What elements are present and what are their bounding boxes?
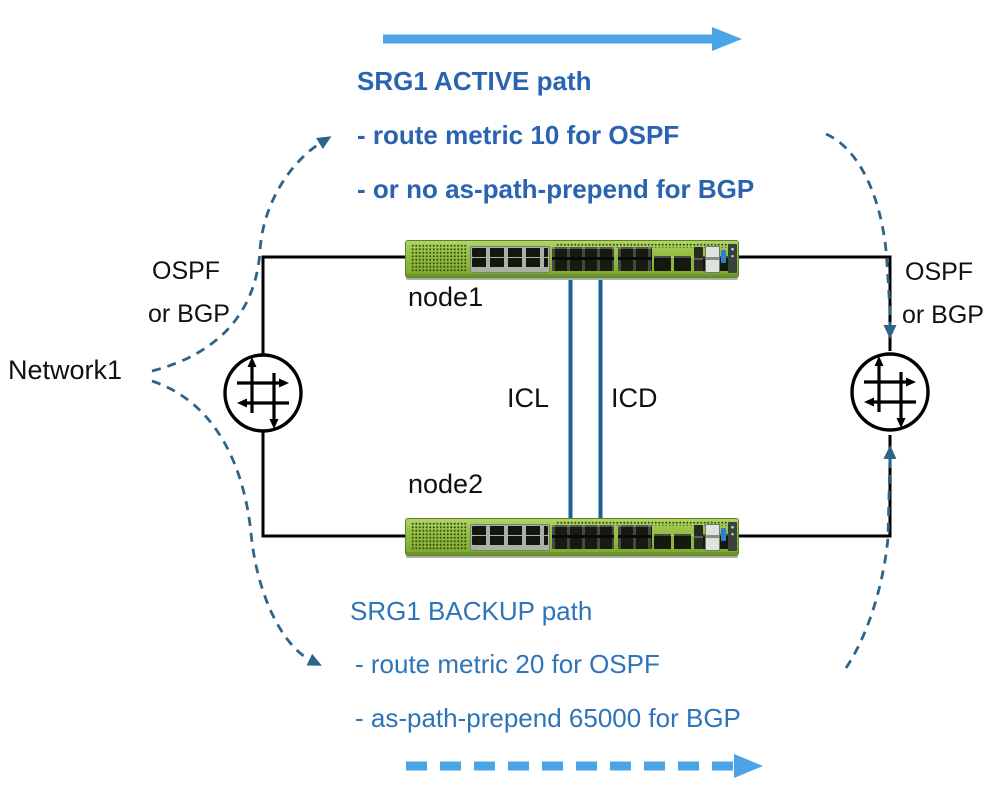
backup-direction-arrow [406,754,763,778]
active-direction-arrow [383,27,742,51]
switch-vent [411,522,467,550]
switch-vent [411,244,467,272]
hint-curve-backup-left [151,379,322,666]
backup-path-bullet1: - route metric 20 for OSPF [355,649,660,679]
switch-mgmt-ports [705,246,720,273]
network-label: Network1 [8,355,123,385]
switch-status-panel [728,244,737,273]
hint-curve-backup-right [844,445,897,669]
hint-curve-active-right [825,132,897,339]
left-protocol-label-1: OSPF [152,257,221,285]
switch-mgmt-ports [705,524,720,551]
link-node2-router-right [737,435,892,538]
switch-node1-image [405,240,739,278]
switch-usb-port [721,528,726,541]
router-icon-left [223,353,303,433]
switch-rj45-ports [470,246,550,273]
left-protocol-label-2: or BGP [148,300,230,328]
switch-port-row [472,526,548,535]
link-node1-router-right [737,255,892,351]
switch-sfp-ports [552,247,614,271]
right-protocol-label-1: OSPF [905,258,974,286]
switch-rj45-ports [470,524,550,551]
switch-vent [556,243,736,248]
switch-status-panel [728,522,737,551]
switch-sfp-ports [552,525,614,549]
node1-label: node1 [408,282,484,312]
switch-sfp-ports [618,247,652,271]
switch-port-row [472,536,548,545]
backup-path-title: SRG1 BACKUP path [350,596,593,626]
active-path-bullet1: - route metric 10 for OSPF [357,120,680,150]
router-icon-right [850,352,930,432]
icd-label: ICD [611,383,658,413]
node2-label: node2 [408,469,484,499]
hint-curve-active-left [151,136,332,373]
backup-path-bullet2: - as-path-prepend 65000 for BGP [355,703,741,733]
active-path-title: SRG1 ACTIVE path [357,66,592,96]
icl-label: ICL [507,383,550,413]
switch-vent [556,521,736,526]
switch-uplink-ports [694,247,703,271]
switch-node2-image [405,518,739,556]
switch-usb-port [721,250,726,263]
link-router-left-node1 [261,255,406,355]
right-protocol-label-2: or BGP [902,301,984,329]
switch-port-row [472,248,548,257]
link-router-left-node2 [261,431,406,538]
active-path-bullet2: - or no as-path-prepend for BGP [357,174,755,204]
switch-uplink-ports [694,525,703,549]
switch-sfp-ports [618,525,652,549]
switch-port-row [472,258,548,267]
